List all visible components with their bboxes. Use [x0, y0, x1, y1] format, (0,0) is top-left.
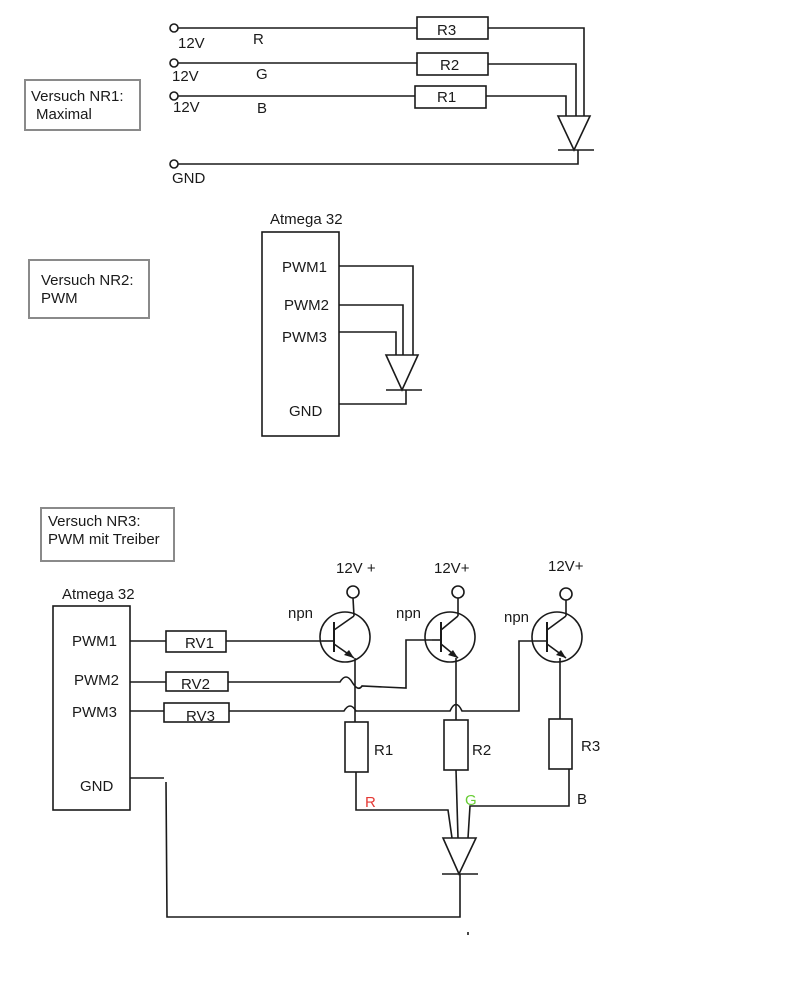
wire-pwm3-led — [339, 331, 397, 355]
experiment-1-box — [24, 79, 141, 131]
supply-12v-r: 12V — [178, 35, 205, 52]
channel-b-label: B — [257, 100, 267, 117]
led-2-symbol — [384, 354, 420, 392]
mcu-2-pwm1: PWM1 — [282, 259, 327, 276]
resistor-r1 — [414, 85, 487, 109]
supply-3-label: 12V+ — [548, 558, 584, 575]
channel-r-col-label: R — [365, 794, 376, 811]
experiment-1-subtitle: Maximal — [36, 106, 92, 123]
wire-r-led — [488, 27, 585, 116]
channel-b-col-label: B — [577, 791, 587, 808]
mcu-3-pwm2: PWM2 — [74, 672, 119, 689]
transistor-2 — [424, 611, 476, 663]
resistor-r2-col-label: R2 — [472, 742, 491, 759]
resistor-r3-label: R3 — [437, 22, 456, 39]
resistor-rv3-label: RV3 — [186, 708, 215, 725]
experiment-3-box — [40, 507, 175, 562]
circuit-1: Versuch NR1: Maximal R3 R2 R1 12V 12V 12… — [24, 16, 594, 187]
channel-r-label: R — [253, 31, 264, 48]
mcu-3-label: Atmega 32 — [62, 586, 135, 603]
terminal-gnd — [169, 159, 179, 169]
wire-rv2-base2 — [228, 639, 432, 690]
terminal-12v-r — [169, 23, 179, 33]
resistor-r1-col-label: R1 — [374, 742, 393, 759]
mcu-2-pwm3: PWM3 — [282, 329, 327, 346]
wire-pwm1-led — [339, 265, 414, 355]
wire-supply-c1 — [352, 597, 355, 617]
led-3-symbol — [441, 837, 478, 876]
mcu-2-label: Atmega 32 — [270, 211, 343, 228]
npn-3-label: npn — [504, 609, 529, 626]
mcu-3-gnd: GND — [80, 778, 114, 795]
resistor-r1-label: R1 — [437, 89, 456, 106]
experiment-1-title: Versuch NR1: — [31, 88, 124, 105]
mcu-2-pwm2: PWM2 — [284, 297, 329, 314]
terminal-12v-g — [169, 58, 179, 68]
supply-terminal-3 — [559, 587, 573, 601]
wire-r2-led — [455, 769, 459, 839]
mcu-3-pwm1: PWM1 — [72, 633, 117, 650]
wire-gnd — [178, 150, 579, 165]
channel-g-label: G — [256, 66, 268, 83]
wire-b-led — [486, 95, 567, 116]
experiment-2-title: Versuch NR2: — [41, 272, 134, 289]
wire-g-led — [488, 63, 577, 116]
resistor-rv3 — [163, 702, 230, 723]
resistor-rv1-label: RV1 — [185, 635, 214, 652]
supply-12v-g: 12V — [172, 68, 199, 85]
transistor-1 — [319, 611, 371, 663]
resistor-r3-col-label: R3 — [581, 738, 600, 755]
wire-pwm2-led — [339, 304, 404, 355]
mcu-2-body — [261, 231, 340, 437]
mcu-3-body — [52, 605, 131, 811]
circuit-3: Versuch NR3: PWM mit Treiber Atmega 32 P… — [40, 507, 600, 935]
experiment-2-subtitle: PWM — [41, 290, 78, 307]
wire-r3-led — [467, 769, 570, 839]
resistor-r1-col — [344, 721, 369, 773]
experiment-3-title: Versuch NR3: — [48, 513, 141, 530]
npn-1-label: npn — [288, 605, 313, 622]
mcu-3-pwm3: PWM3 — [72, 704, 117, 721]
supply-2-label: 12V+ — [434, 560, 470, 577]
resistor-r3-col — [548, 718, 573, 770]
wire-r1-led — [355, 772, 453, 839]
wire-gnd-led — [339, 390, 407, 405]
experiment-3-subtitle: PWM mit Treiber — [48, 531, 160, 548]
supply-terminal-1 — [346, 585, 360, 599]
wire-gnd-return — [165, 781, 461, 918]
led-symbol — [556, 115, 592, 152]
circuit-2: Versuch NR2: PWM Atmega 32 PWM1 PWM2 PWM… — [28, 211, 422, 437]
resistor-r2-col — [443, 719, 469, 771]
wire-rv3-base3 — [229, 640, 530, 712]
transistor-3 — [530, 611, 583, 663]
supply-1-label: 12V + — [336, 560, 376, 577]
gnd-label: GND — [172, 170, 206, 187]
resistor-r2-label: R2 — [440, 57, 459, 74]
channel-g-col-label: G — [465, 792, 477, 809]
supply-terminal-2 — [451, 585, 465, 599]
resistor-rv2-label: RV2 — [181, 676, 210, 693]
supply-12v-b: 12V — [173, 99, 200, 116]
experiment-2-box — [28, 259, 150, 319]
npn-2-label: npn — [396, 605, 421, 622]
mcu-2-gnd: GND — [289, 403, 323, 420]
